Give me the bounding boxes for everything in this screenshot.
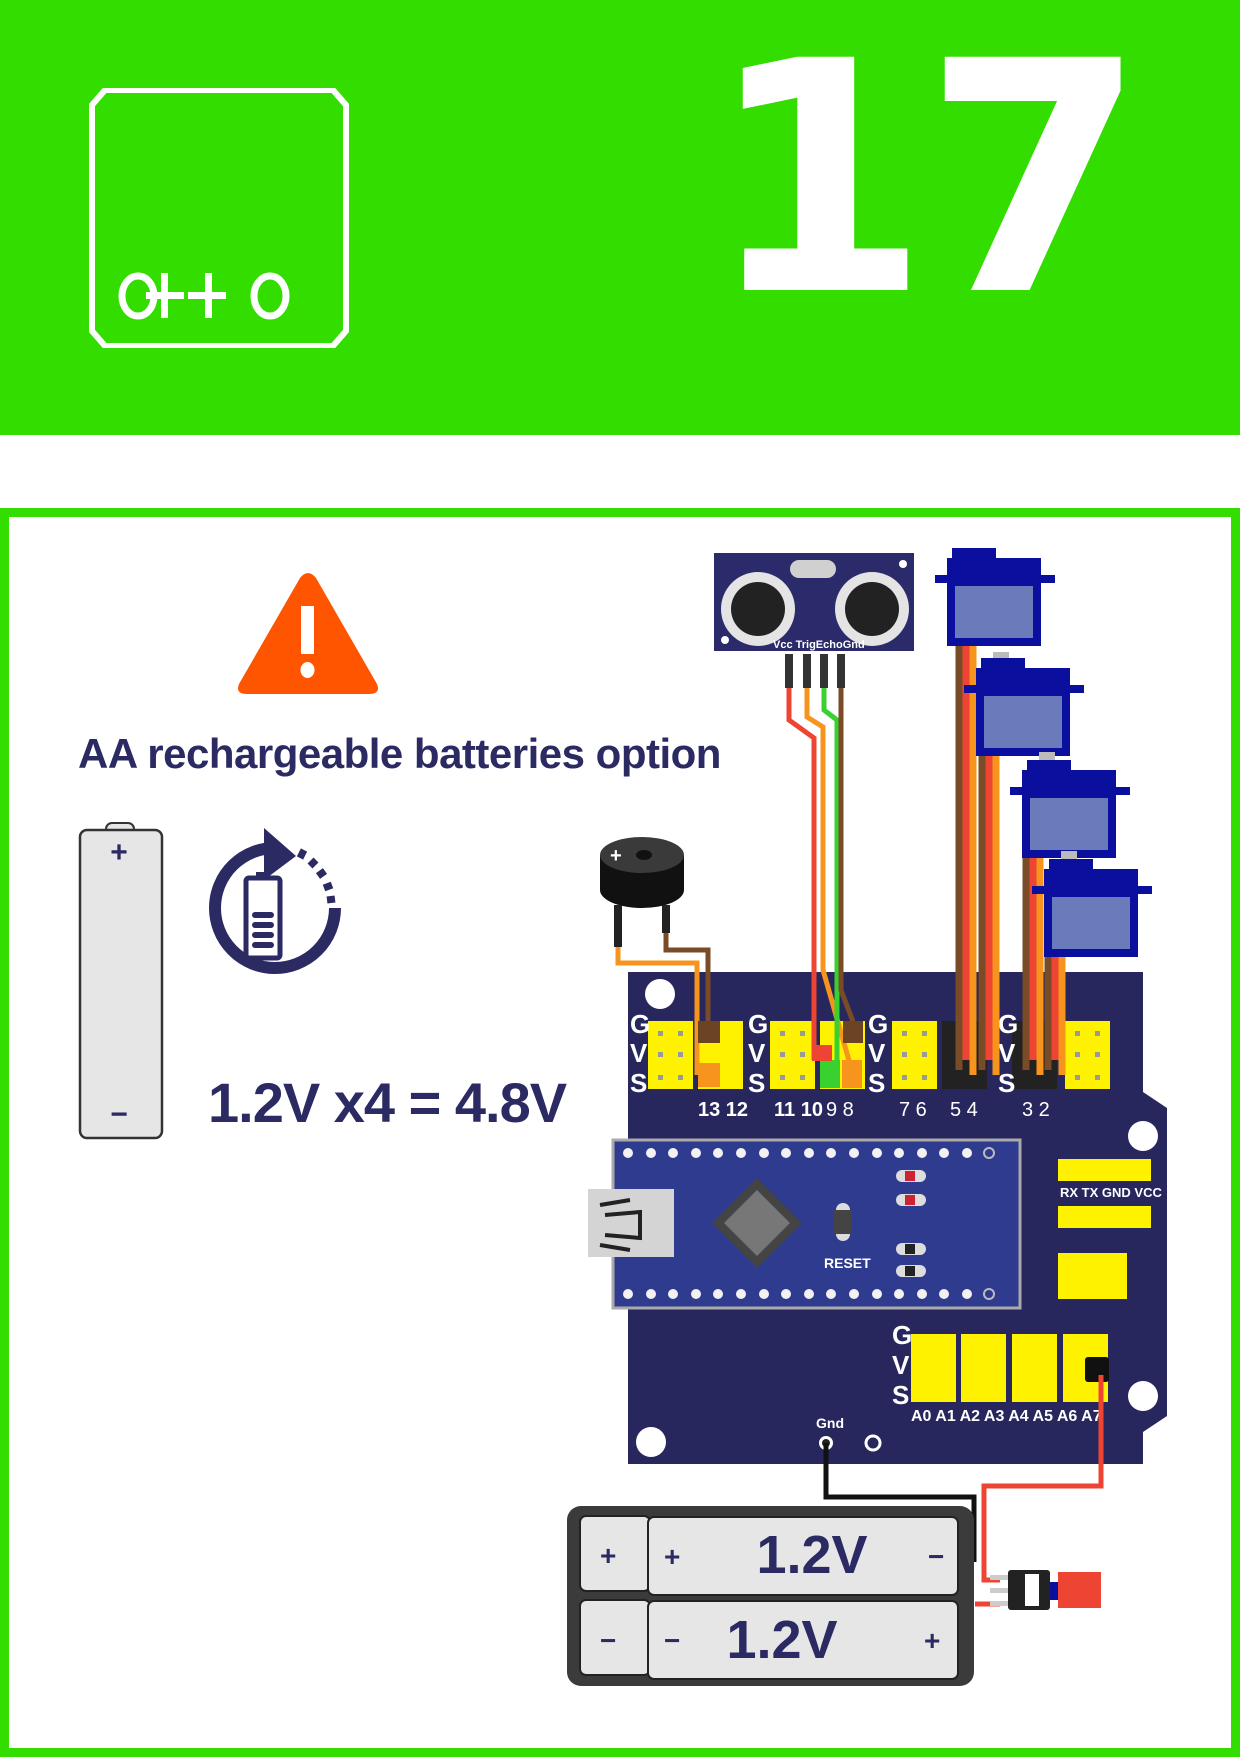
servo-motor-3 (1010, 752, 1130, 858)
servo-motor-2 (964, 652, 1084, 756)
minus-symbol: − (110, 1098, 128, 1131)
buzzer: + (600, 837, 711, 1075)
serial-header-label: RX TX GND VCC (1060, 1185, 1162, 1200)
ultrasonic-sensor: Vcc TrigEchoGnd (714, 553, 914, 688)
svg-text:V: V (630, 1038, 648, 1068)
svg-text:G: G (748, 1009, 768, 1039)
svg-text:V: V (868, 1038, 886, 1068)
analog-headers: G V S A0 A1 A2 A3 A4 A5 A6 A7 Gnd (816, 1320, 1109, 1452)
nano-pin-row-top (623, 1147, 995, 1159)
warning-triangle-icon (238, 573, 378, 694)
buzzer-plus: + (610, 845, 622, 867)
svg-text:+: + (664, 1541, 680, 1572)
power-wire (981, 1375, 1104, 1583)
analog-pin-labels: A0 A1 A2 A3 A4 A5 A6 A7 (911, 1408, 1102, 1425)
pin-label-11-10: 11 10 (774, 1099, 823, 1121)
power-switch (990, 1570, 1101, 1610)
voltage-equation: 1.2V x4 = 4.8V (208, 1071, 567, 1134)
back-cell-2-symbol: − (600, 1625, 616, 1656)
svg-text:V: V (748, 1038, 766, 1068)
arduino-nano: RESET (588, 1138, 1022, 1310)
servo-motor-4 (1032, 851, 1152, 957)
svg-text:V: V (998, 1038, 1016, 1068)
aa-battery-icon: + − (78, 822, 164, 1140)
svg-text:S: S (748, 1068, 765, 1098)
back-cell-1-symbol: + (600, 1540, 616, 1571)
svg-text:−: − (664, 1625, 680, 1656)
svg-text:S: S (892, 1380, 909, 1410)
svg-text:+: + (924, 1625, 940, 1656)
pin-label-3-2: 3 2 (1022, 1099, 1050, 1121)
header-band: 17 (0, 0, 1240, 435)
cell-2-voltage: 1.2V (726, 1610, 837, 1670)
svg-text:S: S (998, 1068, 1015, 1098)
pin-label-13-12: 13 12 (698, 1099, 748, 1121)
battery-holder: + − + 1.2V − − 1.2V + (567, 1506, 974, 1686)
plus-symbol: + (110, 836, 128, 869)
svg-text:G: G (892, 1320, 912, 1350)
svg-text:S: S (868, 1068, 885, 1098)
svg-text:G: G (998, 1009, 1018, 1039)
pin-label-9-8: 9 8 (826, 1099, 854, 1121)
step-number: 17 (706, 0, 1146, 366)
otto-logo (89, 88, 349, 348)
servo-motor-1 (935, 548, 1055, 646)
serial-headers: RX TX GND VCC (1058, 1159, 1162, 1299)
cell-1-voltage: 1.2V (756, 1525, 867, 1585)
sensor-pin-labels: Vcc TrigEchoGnd (773, 639, 865, 651)
svg-text:G: G (868, 1009, 888, 1039)
section-title: AA rechargeable batteries option (78, 730, 721, 777)
pin-label-5-4: 5 4 (950, 1099, 978, 1121)
reset-label: RESET (824, 1255, 871, 1271)
svg-text:S: S (630, 1068, 647, 1098)
rechargeable-battery-icon (209, 828, 341, 974)
svg-text:V: V (892, 1350, 910, 1380)
gvs-label-g: G (630, 1009, 650, 1039)
svg-text:−: − (928, 1541, 944, 1572)
nano-pin-row-bottom (623, 1288, 995, 1300)
gnd-label: Gnd (816, 1415, 844, 1431)
digital-pin-labels: 13 12 11 10 9 8 7 6 5 4 3 2 (698, 1099, 1050, 1121)
pin-label-7-6: 7 6 (899, 1099, 927, 1121)
